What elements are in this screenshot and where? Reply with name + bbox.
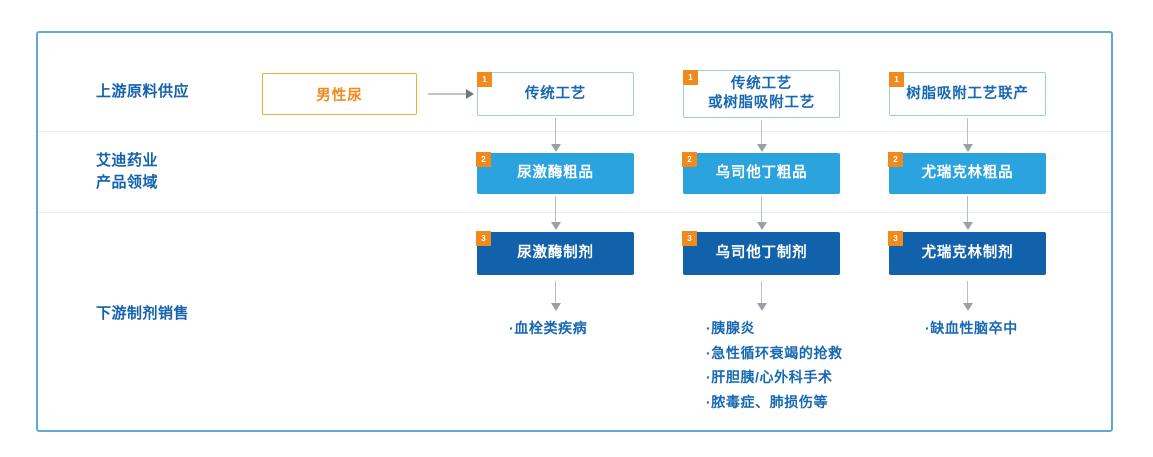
row-label-company: 艾迪药业 产品领域 (96, 152, 159, 191)
list-item: ·脓毒症、肺损伤等 (706, 393, 829, 410)
source-node-male-urine[interactable]: 男性尿 (262, 73, 417, 115)
indication-list-col3: ·缺血性脑卒中 (925, 316, 1018, 341)
connector-col2-tier1-tier2 (755, 120, 769, 152)
connector-arrowhead (757, 222, 767, 230)
connector-col2-tier3-indications (755, 281, 769, 311)
step-badge-3-col3: 3 (888, 231, 903, 246)
connector-stem (761, 281, 762, 303)
list-item: ·胰腺炎 (706, 320, 756, 336)
connector-arrowhead (551, 144, 561, 152)
connector-stem (555, 118, 556, 144)
connector-arrowhead (551, 303, 561, 311)
node-col3-tier3[interactable]: 3 尤瑞克林制剂 (888, 231, 1046, 275)
connector-col1-tier1-tier2 (549, 118, 563, 152)
node-col1-tier1[interactable]: 1 传统工艺 (477, 72, 634, 116)
step-badge-2-col3: 2 (888, 152, 903, 167)
connector-col2-tier2-tier3 (755, 196, 769, 230)
connector-stem (761, 196, 762, 222)
step-badge-3-col1: 3 (476, 231, 491, 246)
node-col2-tier1[interactable]: 1 传统工艺 或树脂吸附工艺 (683, 70, 840, 118)
connector-stem (555, 196, 556, 222)
connector-arrowhead (963, 222, 973, 230)
band-divider-upstream-company (38, 131, 1111, 132)
node-col2-tier1-label: 传统工艺 或树脂吸附工艺 (707, 76, 816, 111)
source-to-process-arrow (428, 86, 474, 102)
row-label-downstream: 下游制剂销售 (96, 305, 190, 322)
connector-arrowhead (963, 144, 973, 152)
node-col3-tier1-label: 树脂吸附工艺联产 (906, 85, 1029, 102)
connector-col1-tier3-indications (549, 281, 563, 311)
connector-stem (967, 196, 968, 222)
node-col3-tier2[interactable]: 2 尤瑞克林粗品 (888, 152, 1046, 194)
connector-arrowhead (757, 303, 767, 311)
connector-col3-tier3-indications (961, 281, 975, 311)
step-badge-2-col2: 2 (682, 152, 697, 167)
node-col2-tier2-label: 乌司他丁粗品 (715, 165, 808, 182)
step-badge-1-col1: 1 (477, 72, 492, 87)
band-divider-company-downstream (38, 212, 1111, 213)
list-item: ·肝胆胰/心外科手术 (706, 369, 833, 385)
indication-list-col2: ·胰腺炎 ·急性循环衰竭的抢救 ·肝胆胰/心外科手术 ·脓毒症、肺损伤等 (706, 316, 843, 414)
list-item: ·急性循环衰竭的抢救 (706, 344, 843, 361)
node-col2-tier3-label: 乌司他丁制剂 (715, 245, 808, 262)
step-badge-1-col3: 1 (889, 72, 904, 87)
connector-stem (555, 281, 556, 303)
list-item: ·血栓类疾病 (509, 320, 588, 336)
connector-stem (967, 118, 968, 144)
connector-col3-tier2-tier3 (961, 196, 975, 230)
node-col1-tier3-label: 尿激酶制剂 (517, 245, 594, 262)
node-col1-tier2-label: 尿激酶粗品 (517, 165, 594, 182)
node-col3-tier1[interactable]: 1 树脂吸附工艺联产 (889, 72, 1046, 116)
node-col1-tier1-label: 传统工艺 (524, 85, 587, 102)
node-col3-tier3-label: 尤瑞克林制剂 (921, 245, 1014, 262)
connector-col3-tier1-tier2 (961, 118, 975, 152)
row-label-upstream: 上游原料供应 (96, 83, 190, 100)
node-col3-tier2-label: 尤瑞克林粗品 (921, 165, 1014, 182)
step-badge-3-col2: 3 (682, 231, 697, 246)
connector-arrowhead (963, 303, 973, 311)
connector-col1-tier2-tier3 (549, 196, 563, 230)
node-col2-tier3[interactable]: 3 乌司他丁制剂 (682, 231, 840, 275)
node-col2-tier2[interactable]: 2 乌司他丁粗品 (682, 152, 840, 194)
step-badge-1-col2: 1 (683, 70, 698, 85)
connector-stem (761, 120, 762, 144)
step-badge-2-col1: 2 (476, 152, 491, 167)
connector-arrowhead (757, 144, 767, 152)
node-col1-tier2[interactable]: 2 尿激酶粗品 (476, 152, 634, 194)
connector-stem (967, 281, 968, 303)
indication-list-col1: ·血栓类疾病 (509, 316, 587, 341)
connector-arrowhead (551, 222, 561, 230)
node-col1-tier3[interactable]: 3 尿激酶制剂 (476, 231, 634, 275)
list-item: ·缺血性脑卒中 (925, 320, 1018, 336)
